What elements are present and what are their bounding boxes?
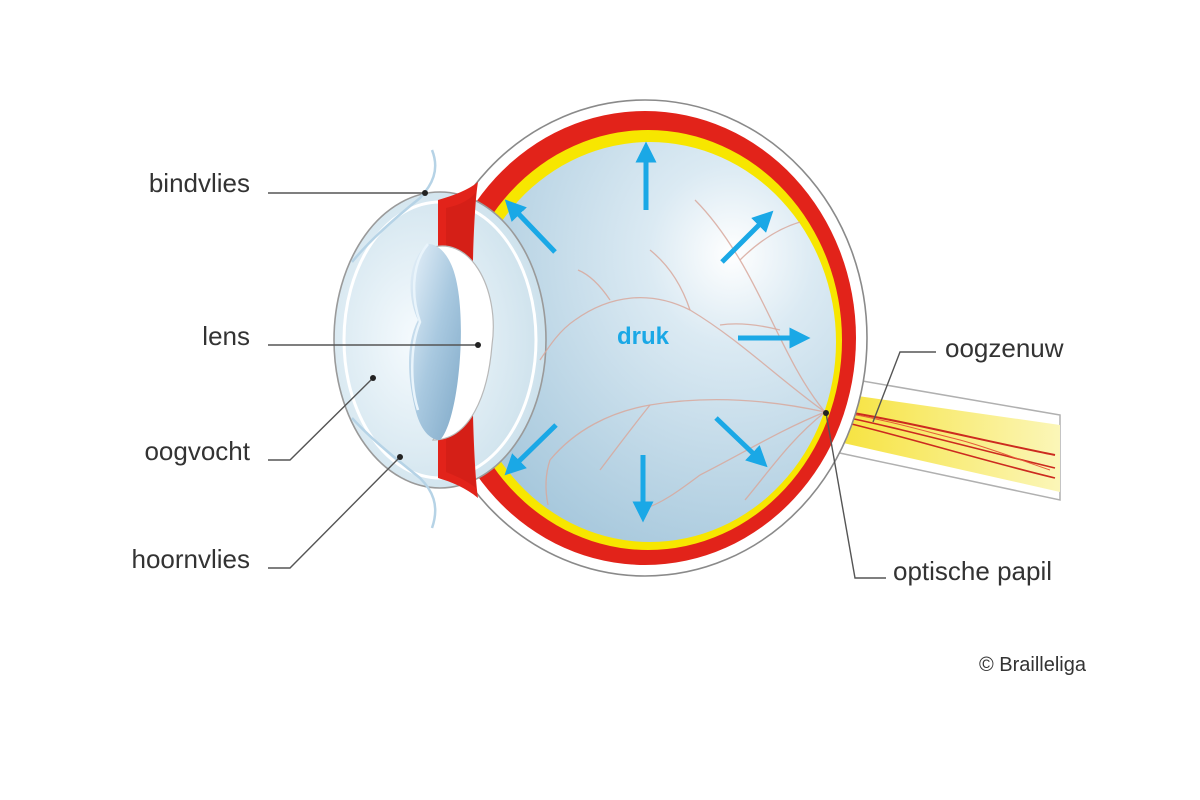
label-oogzenuw: oogzenuw [945,333,1064,363]
pressure-label: druk [617,323,670,350]
label-hoornvlies: hoornvlies [131,544,250,574]
pressure-arrows [504,141,811,523]
pressure-arrow-icon [720,210,774,264]
conjunctiva [351,149,437,529]
label-bindvlies: bindvlies [149,168,250,198]
lens [409,243,494,441]
label-lens: lens [202,321,250,351]
optic-nerve [830,377,1061,501]
label-optische-papil: optische papil [893,556,1052,586]
copyright-notice: © Brailleliga [979,654,1087,676]
pressure-arrow-icon [504,199,557,254]
retinal-vessels [539,199,826,511]
pressure-arrow-icon [714,416,768,468]
leader-lines [268,190,936,579]
label-oogvocht: oogvocht [144,436,250,466]
pressure-arrow-icon [504,423,558,476]
